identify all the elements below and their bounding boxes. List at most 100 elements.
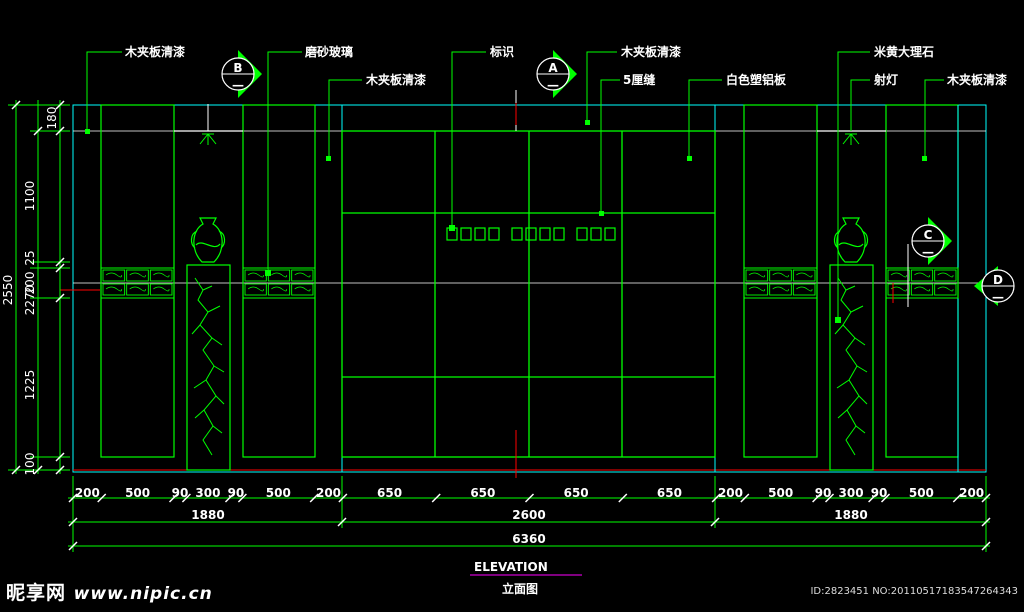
dim-part-5: 1225	[23, 370, 37, 401]
dim-part-3: 25	[23, 250, 37, 265]
dimension-tick	[880, 493, 891, 503]
dim-part-6: 100	[23, 453, 37, 476]
dimension-label: 200	[718, 486, 743, 500]
glass-cell	[126, 269, 149, 282]
label-wood-a: 木夹板清漆	[124, 44, 185, 59]
dimension-tick	[338, 493, 348, 503]
glass-cell	[126, 283, 149, 296]
dimension-tick	[812, 493, 822, 503]
dimension-label: 200	[75, 486, 100, 500]
dim-center-group: 2600	[512, 508, 545, 522]
dimension-tick	[431, 493, 441, 503]
title-cn: 立面图	[502, 581, 538, 596]
glass-cell-pattern	[890, 272, 907, 278]
dimension-label: 650	[564, 486, 589, 500]
section-mark-d: D —	[974, 266, 1015, 306]
dimension-label: 90	[815, 486, 832, 500]
dimension-tick	[309, 493, 319, 503]
glass-cell	[792, 269, 816, 282]
marble-veins	[191, 277, 868, 456]
glass-cell	[934, 283, 957, 296]
section-mark-c: C —	[907, 217, 952, 307]
vertical-dimension-lines	[8, 100, 70, 474]
svg-text:B: B	[233, 61, 242, 75]
glass-cell	[745, 269, 769, 282]
dimension-tick	[981, 493, 991, 503]
glass-cell-pattern	[247, 272, 264, 278]
glass-cell-pattern	[271, 272, 288, 278]
dimension-label: 500	[125, 486, 150, 500]
dimension-label: 90	[871, 486, 888, 500]
glass-cell	[769, 283, 792, 296]
glass-cell-pattern	[772, 272, 789, 278]
svg-text:—: —	[547, 78, 559, 92]
dimension-label: 200	[316, 486, 341, 500]
glass-cell-pattern	[294, 272, 311, 278]
vertical-dimension-ticks	[11, 100, 65, 475]
svg-text:—: —	[232, 78, 244, 92]
dimension-label: 650	[377, 486, 402, 500]
glass-cell-pattern	[914, 272, 931, 278]
glass-cell	[291, 283, 314, 296]
section-mark-b: B —	[207, 50, 262, 131]
label-aluminium: 白色塑铝板	[726, 72, 787, 87]
glass-cell-pattern	[937, 272, 954, 278]
glass-cell	[291, 269, 314, 282]
dim-part-4: 200	[23, 272, 37, 295]
glass-cell	[267, 283, 291, 296]
label-wood-c: 木夹板清漆	[620, 44, 681, 59]
label-sign: 标识	[489, 44, 514, 59]
glass-cell-pattern	[914, 286, 931, 292]
dimension-label: 90	[228, 486, 245, 500]
dimension-label: 200	[959, 486, 984, 500]
dim-part-1: 180	[45, 107, 59, 130]
dimension-label: 650	[657, 486, 682, 500]
glass-cell-pattern	[105, 272, 123, 278]
vase-right	[833, 217, 869, 263]
glass-cell	[745, 283, 769, 296]
central-panel-grid	[341, 130, 716, 458]
dimension-label: 650	[470, 486, 495, 500]
dimension-tick	[824, 493, 835, 503]
label-marble: 米黄大理石	[874, 44, 934, 59]
spotlight-icon	[199, 133, 860, 145]
glass-band-blocks	[100, 267, 959, 299]
dimension-label: 90	[172, 486, 189, 500]
watermark-brand-name: 昵享网	[6, 582, 67, 604]
dimension-label: 500	[768, 486, 793, 500]
glass-cell	[149, 269, 173, 282]
watermark-brand: 昵享网 www.nipic.cn	[6, 578, 213, 605]
svg-text:D: D	[993, 273, 1003, 287]
dimension-label: 300	[839, 486, 864, 500]
dimension-tick	[952, 493, 962, 503]
watermark-url: www.nipic.cn	[73, 584, 213, 604]
glass-cell-pattern	[247, 286, 264, 292]
glass-cell-pattern	[153, 286, 170, 292]
svg-text:C: C	[924, 228, 933, 242]
dim-sub-height: 2270	[23, 285, 37, 316]
dimension-tick	[97, 493, 107, 503]
label-spotlight: 射灯	[873, 72, 898, 87]
section-mark-a: A —	[515, 50, 577, 131]
label-wood-d: 木夹板清漆	[946, 72, 1007, 87]
glass-cell	[910, 283, 934, 296]
glass-cell-pattern	[772, 286, 789, 292]
glass-cell	[102, 283, 126, 296]
leader-lines	[86, 51, 944, 320]
dimension-tick	[224, 493, 235, 503]
glass-cell	[244, 283, 267, 296]
dimension-row-2-ticks	[68, 517, 991, 551]
dim-overall-width: 6360	[512, 532, 545, 546]
title-en: ELEVATION	[474, 560, 548, 574]
dim-total-height: 2550	[1, 275, 15, 306]
dim-part-2: 1100	[23, 181, 37, 212]
sign-characters	[446, 227, 616, 241]
dimension-tick	[711, 493, 721, 503]
center-marks	[60, 283, 894, 478]
svg-text:—: —	[922, 245, 934, 259]
label-seam: 5厘缝	[623, 72, 655, 87]
watermark-id: ID:2823451 NO:20110517183547264343	[810, 586, 1018, 597]
dimension-tick	[168, 493, 179, 503]
dimension-tick	[181, 493, 191, 503]
